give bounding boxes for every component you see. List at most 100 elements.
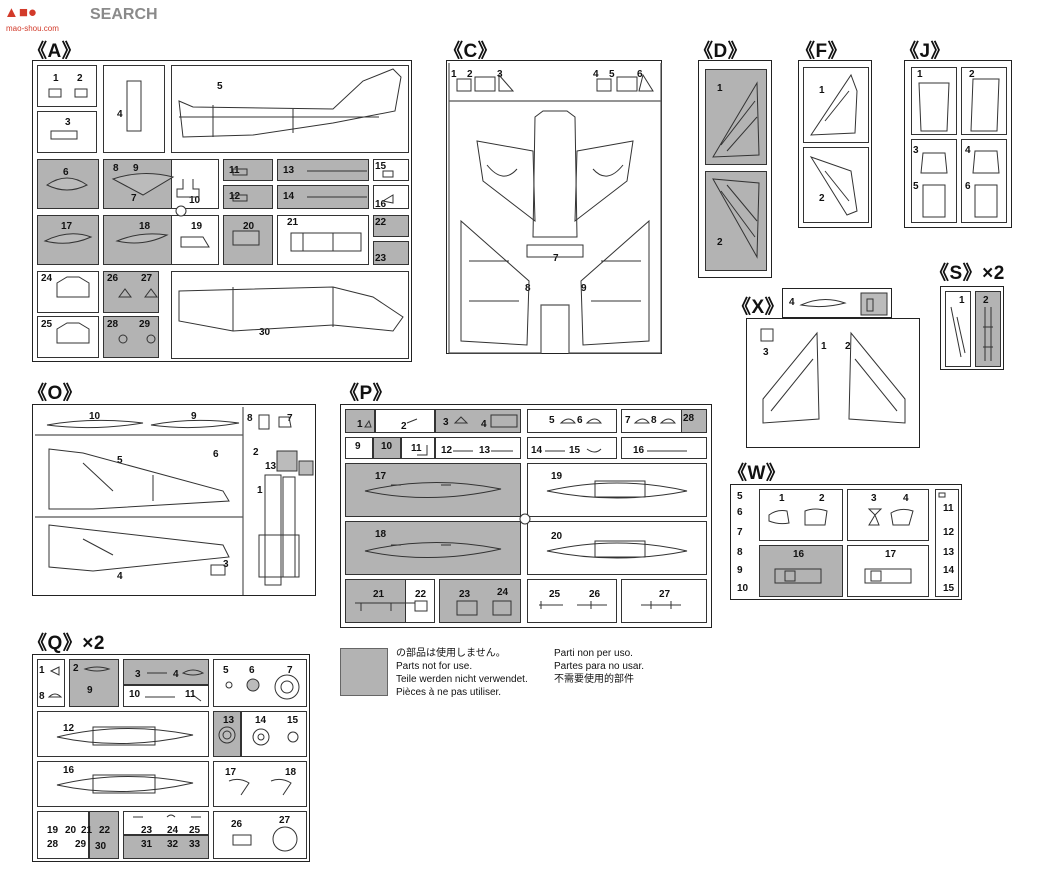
w-cell-1-2 — [759, 489, 843, 541]
p-part-7-label: 7 — [625, 415, 631, 426]
f-cell-2 — [803, 147, 869, 223]
a-cell-22 — [373, 215, 409, 237]
p-cell-5-6 — [527, 409, 617, 433]
a-part-15-label: 15 — [375, 161, 387, 172]
o-part-10-label: 10 — [89, 411, 101, 422]
j-part-5-label: 5 — [913, 181, 919, 192]
sprue-w: 5 6 7 8 9 10 1 2 3 4 16 17 11 12 13 14 1… — [730, 484, 962, 600]
p-part-6-label: 6 — [577, 415, 583, 426]
a-part-12-label: 12 — [229, 191, 241, 202]
a-part-24-label: 24 — [41, 273, 53, 284]
a-cell-28-29 — [103, 316, 159, 358]
p-part-17-label: 17 — [375, 471, 387, 482]
f-part-2-label: 2 — [819, 193, 825, 204]
sprue-f: 1 2 — [798, 60, 872, 228]
p-part-12-label: 12 — [441, 445, 453, 456]
q-part-21-label: 21 — [81, 825, 93, 836]
q-part-17-label: 17 — [225, 767, 237, 778]
a-cell-10 — [171, 159, 219, 209]
w-part-11-label: 11 — [943, 503, 954, 514]
d-part-drawings — [712, 81, 760, 259]
j-cell-2 — [961, 67, 1007, 135]
a-part-7-label: 7 — [131, 193, 137, 204]
p-part-drawings — [355, 414, 688, 616]
q-cell-10-11 — [123, 685, 209, 707]
o-part-4-label: 4 — [117, 571, 123, 582]
watermark-url: mao-shou.com — [6, 24, 59, 33]
p-part-1-label: 1 — [357, 419, 363, 430]
sprue-x: 1 2 3 — [746, 318, 920, 448]
p-part-26-label: 26 — [589, 589, 601, 600]
c-part-1-label: 1 — [451, 69, 457, 80]
x-part-drawings — [760, 328, 906, 424]
s-part-drawings — [950, 306, 993, 361]
q-part-9-label: 9 — [87, 685, 93, 696]
section-label-j: 《J》 — [900, 41, 951, 62]
q-cell-19-29 — [37, 811, 89, 859]
a-part-drawings — [43, 68, 404, 344]
p-cell-17 — [345, 463, 521, 517]
q-part-20-label: 20 — [65, 825, 77, 836]
p-part-21-label: 21 — [373, 589, 385, 600]
q-part-5-label: 5 — [223, 665, 229, 676]
c-part-5-label: 5 — [609, 69, 615, 80]
section-label-w: 《W》 — [728, 463, 786, 484]
q-cell-26-27 — [213, 811, 307, 859]
w-part-1-label: 1 — [779, 493, 785, 504]
q-part-15-label: 15 — [287, 715, 299, 726]
p-part-8-label: 8 — [651, 415, 657, 426]
w-cell-11-15 — [935, 489, 959, 597]
a-cell-1-2 — [37, 65, 97, 107]
j-part-1-label: 1 — [917, 69, 923, 80]
q-part-8-label: 8 — [39, 691, 45, 702]
a-part-29-label: 29 — [139, 319, 151, 330]
w-part-7-label: 7 — [737, 527, 743, 538]
section-label-q: 《Q》×2 — [28, 633, 105, 654]
legend-text-en: Parts not for use. — [396, 661, 473, 672]
a-part-3-label: 3 — [65, 117, 71, 128]
sprue-x-top: 4 5 — [782, 288, 892, 318]
sprue-o: 10 9 8 7 5 6 4 3 2 13 12 11 1 — [32, 404, 316, 596]
j-part-6-label: 6 — [965, 181, 971, 192]
j-part-drawings — [918, 78, 1000, 218]
x-part-1-label: 1 — [821, 341, 827, 352]
j-part-2-label: 2 — [969, 69, 975, 80]
q-part-10-label: 10 — [129, 689, 141, 700]
p-cell-25-26 — [527, 579, 617, 623]
p-cell-9 — [345, 437, 373, 459]
a-part-25-label: 25 — [41, 319, 53, 330]
p-part-18-label: 18 — [375, 529, 387, 540]
p-part-9-label: 9 — [355, 441, 361, 452]
p-cell-27 — [621, 579, 707, 623]
x-top-drawings — [799, 292, 888, 316]
a-part-4-label: 4 — [117, 109, 123, 120]
q-part-33-label: 33 — [189, 839, 201, 850]
watermark: ▲■● SEARCH mao-shou.com — [4, 4, 164, 38]
a-part-16-label: 16 — [375, 199, 387, 210]
q-cell-17-18 — [213, 761, 307, 807]
section-label-d: 《D》 — [694, 41, 748, 62]
section-label-c: 《C》 — [444, 41, 498, 62]
q-part-16-label: 16 — [63, 765, 75, 776]
a-cell-23 — [373, 241, 409, 265]
a-part-11-label: 11 — [229, 165, 240, 176]
q-part-27-label: 27 — [279, 815, 291, 826]
sprue-j: 1 2 3 4 5 6 — [904, 60, 1012, 228]
q-part-30-label: 30 — [95, 841, 107, 852]
o-part-2-label: 2 — [253, 447, 259, 458]
q-cell-31-33 — [123, 835, 209, 859]
q-part-11-label: 11 — [185, 689, 196, 700]
j-part-3-label: 3 — [913, 145, 919, 156]
a-part-20-label: 20 — [243, 221, 255, 232]
section-label-p: 《P》 — [340, 383, 393, 404]
j-cell-4-6 — [961, 139, 1007, 223]
a-cell-12 — [223, 185, 273, 209]
p-part-25-label: 25 — [549, 589, 561, 600]
p-cell-14-15 — [527, 437, 617, 459]
x-part-4-label: 4 — [789, 297, 795, 308]
o-part-3-label: 3 — [223, 559, 229, 570]
w-part-13-label: 13 — [943, 547, 955, 558]
p-cell-20 — [527, 521, 707, 575]
w-part-9-label: 9 — [737, 565, 743, 576]
p-part-20-label: 20 — [551, 531, 563, 542]
